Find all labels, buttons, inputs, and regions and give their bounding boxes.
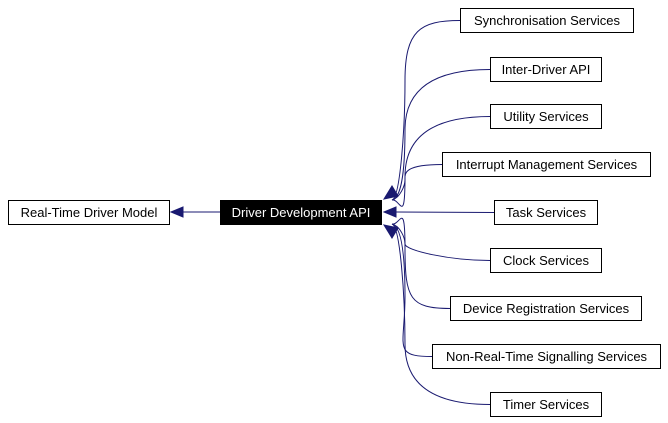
node-real-time-driver-model[interactable]: Real-Time Driver Model [8,200,170,225]
node-utility-services[interactable]: Utility Services [490,104,602,129]
node-synchronisation-services[interactable]: Synchronisation Services [460,8,634,33]
node-driver-development-api: Driver Development API [220,200,382,225]
edge-clock [391,223,491,261]
edge-interrupt-management [391,164,443,201]
node-task-services[interactable]: Task Services [494,200,598,225]
edge-arrowhead-middle [382,206,397,218]
node-inter-driver-api[interactable]: Inter-Driver API [490,57,602,82]
node-non-real-time-signalling-services[interactable]: Non-Real-Time Signalling Services [432,344,661,369]
edge-task [395,211,495,213]
edge-timer [391,223,491,405]
edge-device-registration [391,217,451,309]
edge-arrowhead-parent [169,206,184,218]
node-device-registration-services[interactable]: Device Registration Services [450,296,642,321]
edge-inter-driver [391,69,491,201]
edge-non-real-time-signalling [391,223,433,357]
edge-arrowhead-lower [382,224,399,239]
node-timer-services[interactable]: Timer Services [490,392,602,417]
edge-synchronisation [391,20,461,201]
edge-arrowhead-upper [382,185,399,200]
node-interrupt-management-services[interactable]: Interrupt Management Services [442,152,651,177]
node-clock-services[interactable]: Clock Services [490,248,602,273]
